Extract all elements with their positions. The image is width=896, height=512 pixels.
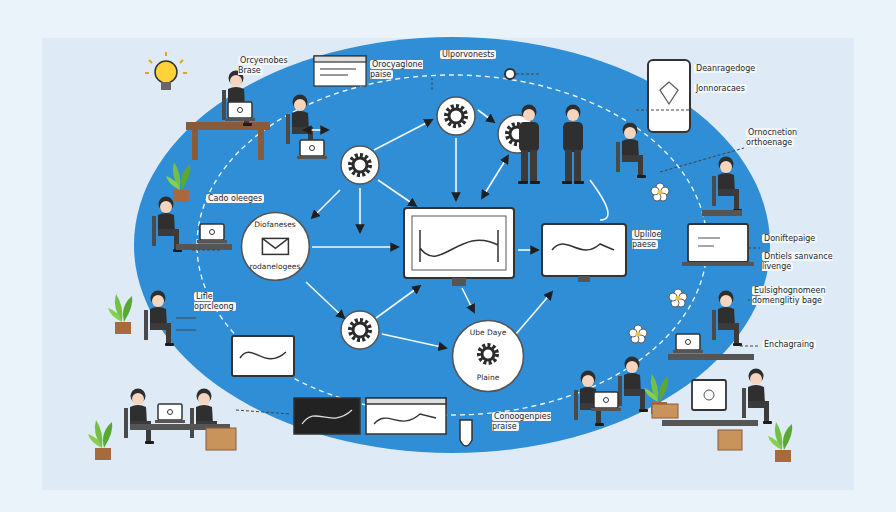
stool (702, 210, 742, 216)
tag-icon (460, 420, 472, 446)
desk-leg (192, 130, 198, 160)
leader-line (432, 74, 540, 90)
caption-label: Orocyaglone paise (370, 60, 430, 79)
gear-icon (341, 311, 379, 349)
gear-icon (341, 146, 379, 184)
phone-icon (648, 60, 690, 132)
node-text: Diofaneses (254, 221, 295, 230)
person (616, 123, 646, 179)
flow-arrows (304, 110, 608, 348)
label-text: Enchagraing (762, 340, 816, 349)
gear-icon (479, 345, 497, 363)
envelope-icon (262, 238, 288, 254)
label-text: Ulporvonests (440, 50, 496, 59)
caption-label: Upliloe paese (632, 230, 680, 249)
laptop (155, 404, 185, 423)
person (152, 197, 182, 253)
desk (668, 354, 754, 360)
caption-label: Conoogenpies praise (492, 412, 568, 431)
plant (88, 420, 112, 460)
box (652, 404, 678, 418)
caption-label: Deanragedoge (694, 64, 757, 74)
monitor (232, 336, 294, 376)
label-text: Jonnoracaes (694, 84, 747, 93)
monitor (692, 380, 726, 410)
flower-icon (669, 289, 687, 307)
caption-label: Enchagraing (762, 340, 816, 350)
label-text: Deanragedoge (694, 64, 757, 73)
plant (166, 162, 190, 202)
label-text: Dntiels sanvance livenge (762, 252, 833, 271)
process-circle: Diofaneses rodanelogees (240, 211, 311, 282)
desk (176, 244, 232, 250)
leader-line (636, 110, 760, 346)
node-text: Ube Daye (470, 329, 507, 338)
person (562, 105, 584, 185)
desk (186, 122, 270, 130)
monitor (542, 224, 626, 282)
central-monitor (404, 208, 514, 286)
leader-line (236, 410, 290, 414)
panel (42, 38, 854, 490)
caption-label: Eulsighognomeen domenglitiy bage (752, 286, 868, 305)
lightbulb-icon (145, 52, 187, 90)
chair-frame (176, 318, 196, 330)
gear-icon (437, 97, 475, 135)
caption-label: Lifle oprcleong (194, 292, 256, 311)
browser-window (366, 398, 446, 434)
process-ring (134, 37, 770, 453)
person (712, 291, 742, 347)
laptop (591, 392, 621, 411)
person (518, 105, 540, 185)
caption-label: Ornocnetion orthoenage (746, 128, 830, 147)
label-text: Orcyenobes Brase (238, 56, 288, 75)
caption-label: Ulporvonests (440, 50, 496, 60)
laptop (673, 334, 703, 353)
process-circle: Ube DayePlaine (451, 319, 525, 393)
plant (768, 422, 792, 462)
caption-label: Orcyenobes Brase (238, 56, 294, 75)
node-text: rodanelogees (250, 263, 301, 272)
label-text: Upliloe paese (632, 230, 661, 249)
box (206, 428, 236, 450)
caption-label: Doniftepaige (762, 234, 817, 244)
label-text: Orocyaglone paise (370, 60, 423, 79)
node-dot (505, 69, 515, 79)
laptop (225, 102, 255, 121)
person (618, 357, 648, 413)
node-text: Plaine (477, 374, 500, 383)
desk (662, 420, 758, 426)
flower-icon (651, 183, 669, 201)
caption-label: Cado oleeges (206, 194, 264, 204)
dark-window (294, 398, 360, 434)
caption-label: Jonnoracaes (694, 84, 747, 94)
label-text: Conoogenpies praise (492, 412, 551, 431)
label-text: Ornocnetion orthoenage (746, 128, 797, 147)
leader-line (192, 250, 220, 251)
dashed-cycle (197, 75, 707, 415)
caption-label: Dntiels sanvance livenge (762, 252, 852, 271)
laptop (297, 140, 327, 159)
desk-leg (258, 130, 264, 160)
label-text: Doniftepaige (762, 234, 817, 243)
laptop-screen (682, 224, 754, 266)
person (144, 291, 174, 347)
laptop (197, 224, 227, 243)
label-text: Cado oleeges (206, 194, 264, 203)
person (712, 157, 742, 213)
label-text: Lifle oprcleong (194, 292, 236, 311)
person (742, 369, 772, 425)
flower-icon (629, 325, 647, 343)
label-text: Eulsighognomeen domenglitiy bage (752, 286, 826, 305)
browser-window (314, 56, 366, 86)
plant (108, 294, 132, 334)
box (718, 430, 742, 450)
person (124, 389, 154, 445)
